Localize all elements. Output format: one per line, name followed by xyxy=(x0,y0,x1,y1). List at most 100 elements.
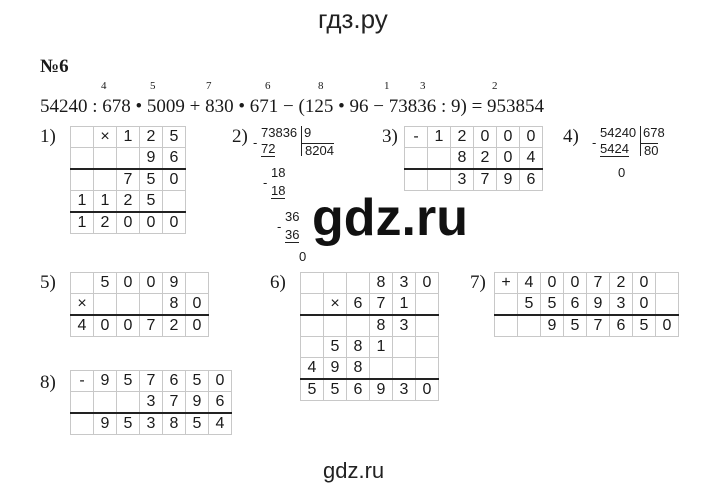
grid-cell: 6 xyxy=(563,293,587,316)
order-mark: 3 xyxy=(420,80,426,92)
grid-cell: 9 xyxy=(139,147,163,170)
grid-cell: 9 xyxy=(162,272,186,294)
grid-cell: 3 xyxy=(392,314,416,337)
grid-cell xyxy=(415,293,439,316)
grid-cell: 9 xyxy=(586,293,610,316)
grid-cell: 8 xyxy=(450,147,474,170)
grid-cell xyxy=(392,357,416,380)
grid-cell: 5 xyxy=(323,378,347,401)
order-mark: 6 xyxy=(265,80,271,92)
grid-cell: 0 xyxy=(632,272,656,294)
grid-cell: 8 xyxy=(162,293,186,316)
grid-cell: 6 xyxy=(162,147,186,170)
grid-cell xyxy=(139,293,163,316)
grid-cell: 0 xyxy=(116,272,140,294)
site-header: гдз.ру xyxy=(318,4,388,34)
order-mark: 1 xyxy=(384,80,390,92)
grid-cell xyxy=(323,314,347,337)
grid-cell xyxy=(517,314,541,337)
grid-cell xyxy=(323,272,347,294)
grid-cell: 5 xyxy=(93,272,117,294)
grid-cell: 2 xyxy=(93,211,117,234)
grid-cell: 7 xyxy=(116,168,140,191)
grid-cell xyxy=(427,147,451,170)
grid-cell: 5 xyxy=(185,370,209,392)
long-division-2: 73836 9 8204 - 72 18 - 18 36 - 36 0 xyxy=(253,126,363,266)
grid-cell: 9 xyxy=(540,314,564,337)
grid-cell: 0 xyxy=(116,314,140,337)
grid-cell: 1 xyxy=(116,126,140,148)
order-mark: 5 xyxy=(150,80,156,92)
grid-cell: 0 xyxy=(540,272,564,294)
grid-cell: 5 xyxy=(116,412,140,435)
grid-cell: 0 xyxy=(415,272,439,294)
grid-cell: 0 xyxy=(185,293,209,316)
grid-cell: 9 xyxy=(93,370,117,392)
grid-cell: 0 xyxy=(632,293,656,316)
grid-cell: 1 xyxy=(392,293,416,316)
grid-cell xyxy=(93,147,117,170)
grid-cell: 6 xyxy=(162,370,186,392)
minus-sign: - xyxy=(592,135,597,150)
grid-cell: 1 xyxy=(70,211,94,234)
grid-cell: 5 xyxy=(162,126,186,148)
grid-cell: × xyxy=(70,293,94,316)
grid-cell: 6 xyxy=(346,378,370,401)
grid-cell: 0 xyxy=(519,126,543,148)
grid-cell: 2 xyxy=(450,126,474,148)
grid-cell: 0 xyxy=(162,168,186,191)
grid-cell xyxy=(655,293,679,316)
grid-cell xyxy=(70,147,94,170)
grid-cell: × xyxy=(93,126,117,148)
grid-cell xyxy=(185,272,209,294)
grid-cell: + xyxy=(494,272,518,294)
grid-cell: - xyxy=(404,126,428,148)
grid-cell: 5 xyxy=(632,314,656,337)
grid-cell xyxy=(494,293,518,316)
grid-cell: 0 xyxy=(208,370,232,392)
step: 18 xyxy=(271,165,286,180)
grid-cell: 5 xyxy=(116,370,140,392)
grid-cell: 0 xyxy=(496,126,520,148)
step: 36 xyxy=(285,209,300,224)
grid-cell: 5 xyxy=(540,293,564,316)
grid-cell xyxy=(116,147,140,170)
problem-number: №6 xyxy=(40,56,69,77)
grid-cell: 3 xyxy=(609,293,633,316)
grid-cell xyxy=(346,272,370,294)
grid-cell: 2 xyxy=(609,272,633,294)
grid-cell xyxy=(93,293,117,316)
grid-cell: 4 xyxy=(519,147,543,170)
label-8: 8) xyxy=(40,372,56,393)
grid-cell xyxy=(93,168,117,191)
minus-sign: - xyxy=(263,175,268,190)
grid-cell: 5 xyxy=(563,314,587,337)
grid-cell: 0 xyxy=(116,211,140,234)
grid-cell: 5 xyxy=(139,168,163,191)
grid-cell xyxy=(300,314,324,337)
grid-cell: 0 xyxy=(473,126,497,148)
grid-cell: 0 xyxy=(563,272,587,294)
grid-cell: 0 xyxy=(415,378,439,401)
grid-cell: × xyxy=(323,293,347,316)
step: 18 xyxy=(271,183,286,199)
grid-cell: 9 xyxy=(369,378,393,401)
grid-cell: 7 xyxy=(139,314,163,337)
label-4: 4) xyxy=(563,126,579,147)
grid-cell: 6 xyxy=(346,293,370,316)
grid-cell: 8 xyxy=(346,336,370,358)
grid-cell xyxy=(346,314,370,337)
grid-cell: 5 xyxy=(300,378,324,401)
grid-cell xyxy=(116,293,140,316)
